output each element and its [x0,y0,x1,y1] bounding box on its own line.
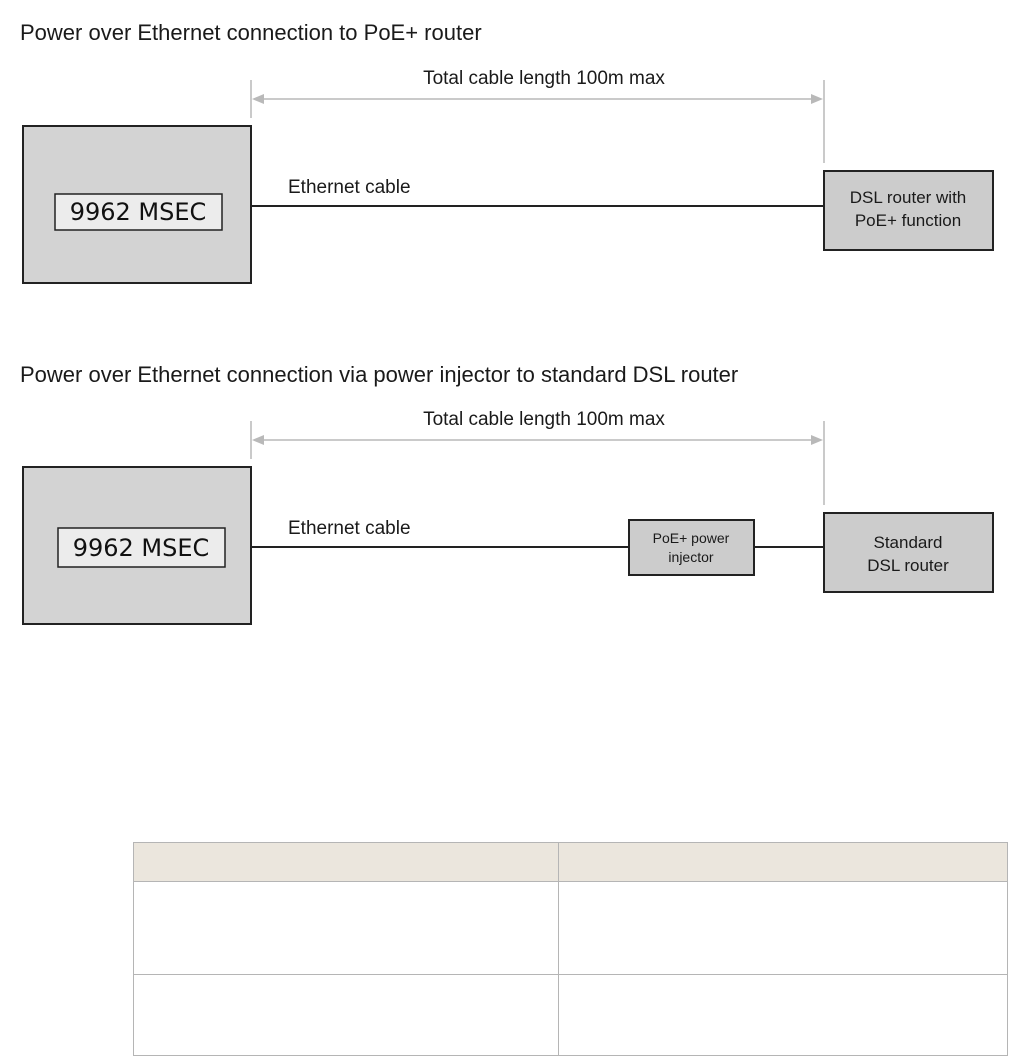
table-header-row [133,842,1008,882]
arrow-left-icon [252,94,264,104]
diagram2-device-label: 9962 MSEC [73,534,210,562]
diagram2-router-label-line1: Standard [874,533,943,552]
table-cell [133,881,559,975]
diagram2-heading: Power over Ethernet connection via power… [20,362,739,387]
arrow-right-icon [811,435,823,445]
table-header-cell [133,842,559,882]
diagram1-heading: Power over Ethernet connection to PoE+ r… [20,20,482,45]
poe-connection-diagrams: Total cable length 100m max 9962 MSEC Et… [22,68,994,625]
table-row [133,974,1008,1056]
arrow-left-icon [252,435,264,445]
diagram1-device-label-box [54,193,223,231]
diagram1-dimension-label: Total cable length 100m max [423,68,665,89]
diagram1: Total cable length 100m max 9962 MSEC Et… [22,68,994,284]
diagram1-router-label-line1: DSL router with [850,188,967,207]
diagram1-router-label-line2: PoE+ function [855,211,961,230]
diagram2-cable-label: Ethernet cable [288,518,411,539]
diagram2-router-box [823,512,994,593]
diagram2-dimension-line [250,421,825,505]
diagram2-router-label-line2: DSL router [867,556,949,575]
diagram2-injector-box [628,519,755,576]
diagram2-injector-label-line1: PoE+ power [653,530,730,546]
diagram1-router-box [823,170,994,251]
diagram2-device-label-box [57,527,226,568]
diagram1-cable-label: Ethernet cable [288,177,411,198]
diagram1-dimension-line [250,80,825,163]
diagram2-injector-label-line2: injector [668,549,713,565]
arrow-right-icon [811,94,823,104]
table-cell [558,881,1008,975]
diagram2-dimension-label: Total cable length 100m max [423,409,665,430]
table-header-cell [558,842,1008,882]
table-row [133,881,1008,975]
info-table [133,842,1008,1056]
table-cell [558,974,1008,1056]
diagram1-device-label: 9962 MSEC [70,198,207,226]
table-cell [133,974,559,1056]
diagram2: Total cable length 100m max 9962 MSEC Et… [22,409,994,625]
